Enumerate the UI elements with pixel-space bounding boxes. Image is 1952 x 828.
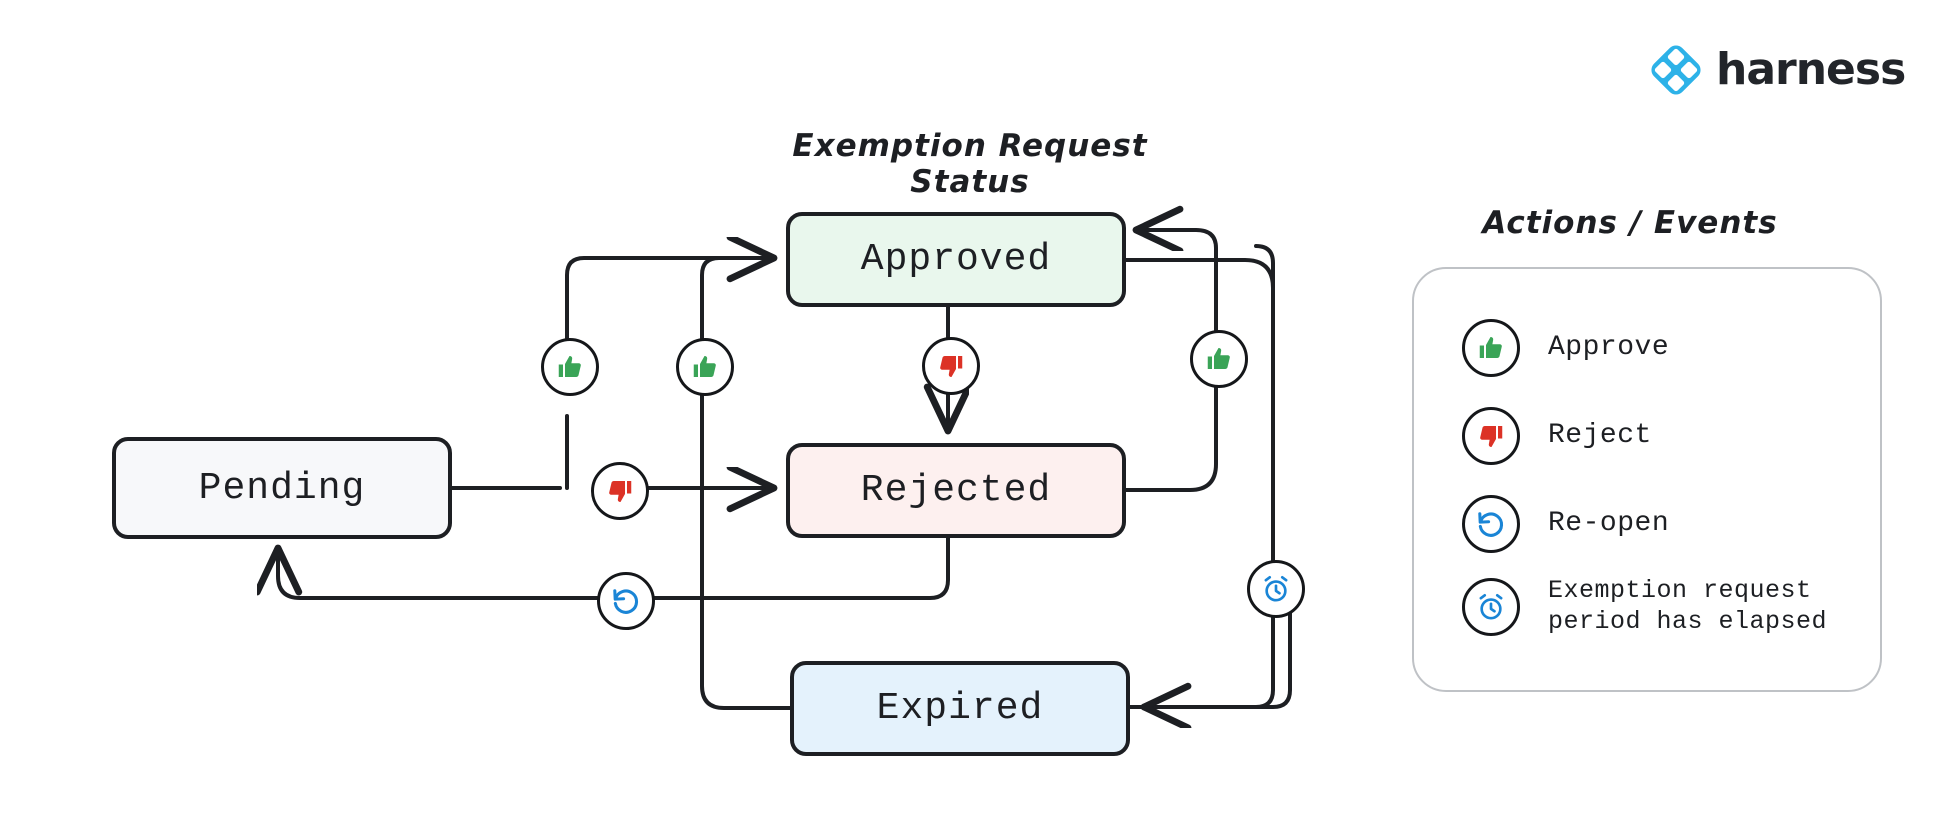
re-open-icon [610, 585, 642, 617]
legend-item-reopen: Re-open [1462, 495, 1669, 553]
thumbs-down-icon [605, 476, 635, 506]
state-node-rejected[interactable]: Rejected [786, 443, 1126, 538]
harness-wordmark: harness [1716, 44, 1906, 95]
harness-diamond-logo-icon [1648, 42, 1704, 98]
state-label: Rejected [860, 469, 1052, 512]
transition-badge-reject[interactable] [591, 462, 649, 520]
transition-badge-reject[interactable] [922, 337, 980, 395]
thumbs-up-icon [1462, 319, 1520, 377]
legend-label: Approve [1548, 331, 1670, 363]
thumbs-up-icon [1204, 344, 1234, 374]
diagram-title: Exemption Request Status [792, 128, 1148, 200]
alarm-clock-icon [1260, 573, 1292, 605]
state-node-expired[interactable]: Expired [790, 661, 1130, 756]
harness-logo: harness [1648, 42, 1906, 98]
legend-label: Re-open [1548, 507, 1670, 539]
transition-badge-approve[interactable] [676, 338, 734, 396]
thumbs-up-icon [690, 352, 720, 382]
transition-badge-elapsed[interactable] [1247, 560, 1305, 618]
state-label: Expired [876, 687, 1044, 730]
legend-label: Reject [1548, 419, 1652, 451]
legend-item-elapsed: Exemption request period has elapsed [1462, 576, 1827, 637]
thumbs-up-icon [555, 352, 585, 382]
alarm-clock-icon [1462, 577, 1520, 636]
state-node-pending[interactable]: Pending [112, 437, 452, 539]
legend-item-approve: Approve [1462, 319, 1669, 377]
legend-item-reject: Reject [1462, 407, 1652, 465]
thumbs-down-icon [1462, 407, 1520, 465]
transition-badge-approve[interactable] [541, 338, 599, 396]
legend-panel: Approve Reject Re-open Exemption [1412, 267, 1882, 692]
state-label: Approved [860, 238, 1052, 281]
transition-badge-approve[interactable] [1190, 330, 1248, 388]
thumbs-down-icon [936, 351, 966, 381]
transition-badge-reopen[interactable] [597, 572, 655, 630]
state-label: Pending [198, 466, 366, 510]
legend-title: Actions / Events [1482, 205, 1778, 241]
state-node-approved[interactable]: Approved [786, 212, 1126, 307]
legend-label: Exemption request period has elapsed [1548, 576, 1828, 636]
re-open-icon [1462, 495, 1520, 553]
